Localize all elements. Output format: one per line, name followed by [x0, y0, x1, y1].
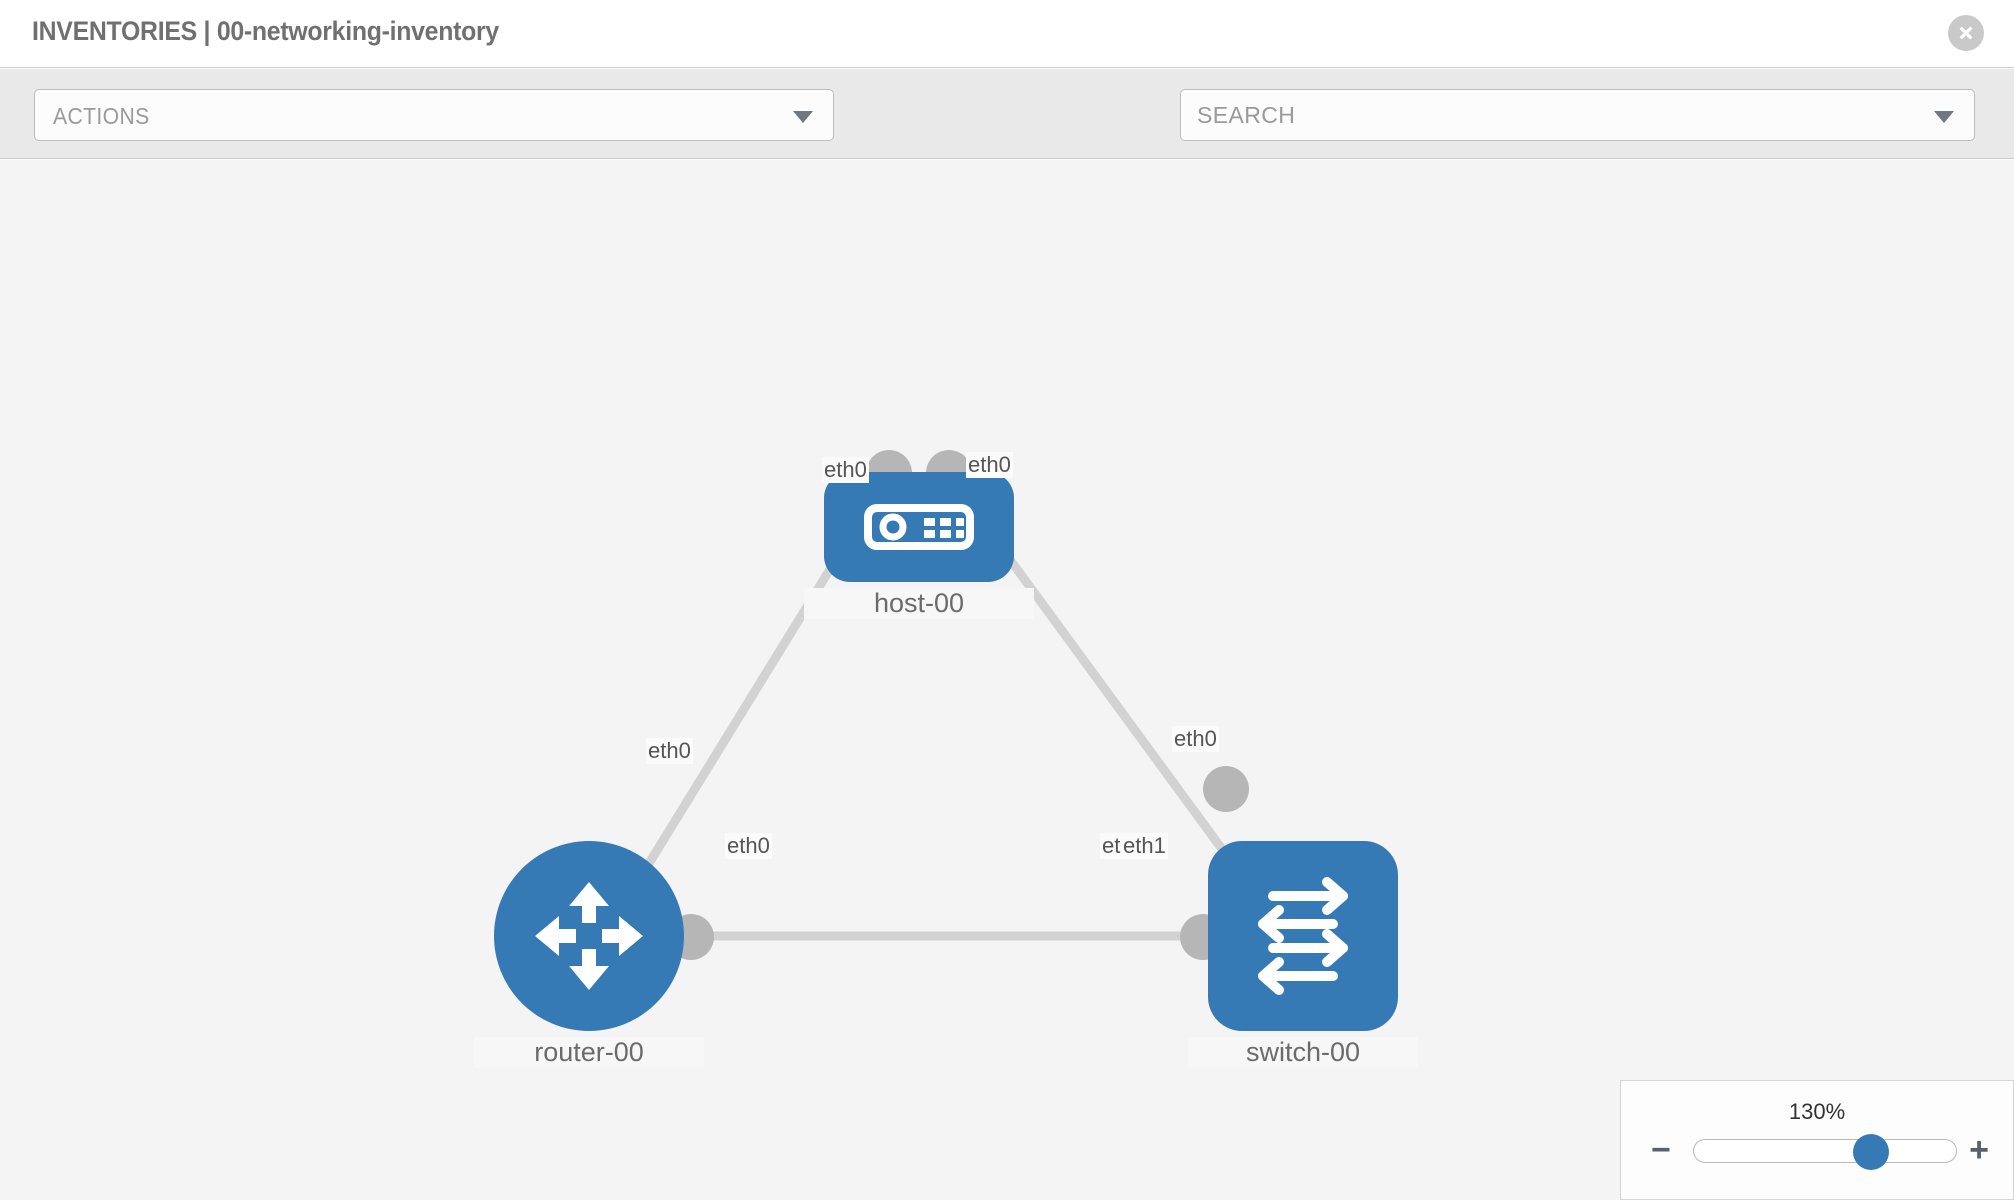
node-switch-00[interactable]: switch-00: [1188, 841, 1418, 1068]
close-icon[interactable]: [1948, 15, 1984, 51]
topology-links: [636, 472, 1234, 941]
node-router-00[interactable]: router-00: [474, 841, 704, 1068]
actions-dropdown[interactable]: ACTIONS: [34, 89, 834, 141]
node-host-00[interactable]: host-00: [804, 472, 1034, 619]
topology-canvas[interactable]: host-00 router-00: [0, 160, 2014, 1200]
topology-graph: host-00 router-00: [0, 160, 2014, 1200]
node-switch-00-shape[interactable]: [1208, 841, 1398, 1031]
edge-label-switch-left-b: eth1: [1121, 833, 1168, 859]
edge-label-host-right: eth0: [966, 452, 1013, 478]
page-title: INVENTORIES | 00-networking-inventory: [32, 16, 499, 46]
actions-dropdown-label: ACTIONS: [53, 103, 150, 129]
server-icon: [864, 504, 974, 550]
chevron-down-icon: [793, 111, 813, 123]
switch-arrows-icon: [1258, 877, 1348, 995]
node-host-00-label: host-00: [804, 588, 1034, 619]
edge-label-router-upper: eth0: [646, 738, 693, 764]
router-arrows-icon: [535, 882, 643, 990]
node-switch-00-label: switch-00: [1188, 1037, 1418, 1068]
node-router-00-shape[interactable]: [494, 841, 684, 1031]
page-header: INVENTORIES | 00-networking-inventory: [0, 0, 2014, 68]
toolbar: ACTIONS: [0, 69, 2014, 205]
search-input[interactable]: [1197, 90, 1897, 140]
chevron-down-icon[interactable]: [1934, 111, 1954, 123]
search-box[interactable]: [1180, 89, 1975, 141]
port-switch-upper[interactable]: [1203, 766, 1249, 812]
node-router-00-label: router-00: [474, 1037, 704, 1068]
zoom-out-button[interactable]: −: [1651, 1131, 1671, 1169]
zoom-slider-track[interactable]: [1693, 1134, 1957, 1170]
edge-label-router-right: eth0: [725, 833, 772, 859]
zoom-control-panel: 130% − +: [1620, 1080, 2014, 1200]
zoom-slider-thumb[interactable]: [1852, 1134, 1889, 1170]
edge-label-host-left: eth0: [822, 457, 869, 483]
zoom-in-button[interactable]: +: [1969, 1131, 1989, 1169]
node-host-00-shape[interactable]: [824, 472, 1014, 582]
edge-label-switch-upper: eth0: [1172, 726, 1219, 752]
zoom-level-value: 130%: [1788, 1099, 1846, 1124]
